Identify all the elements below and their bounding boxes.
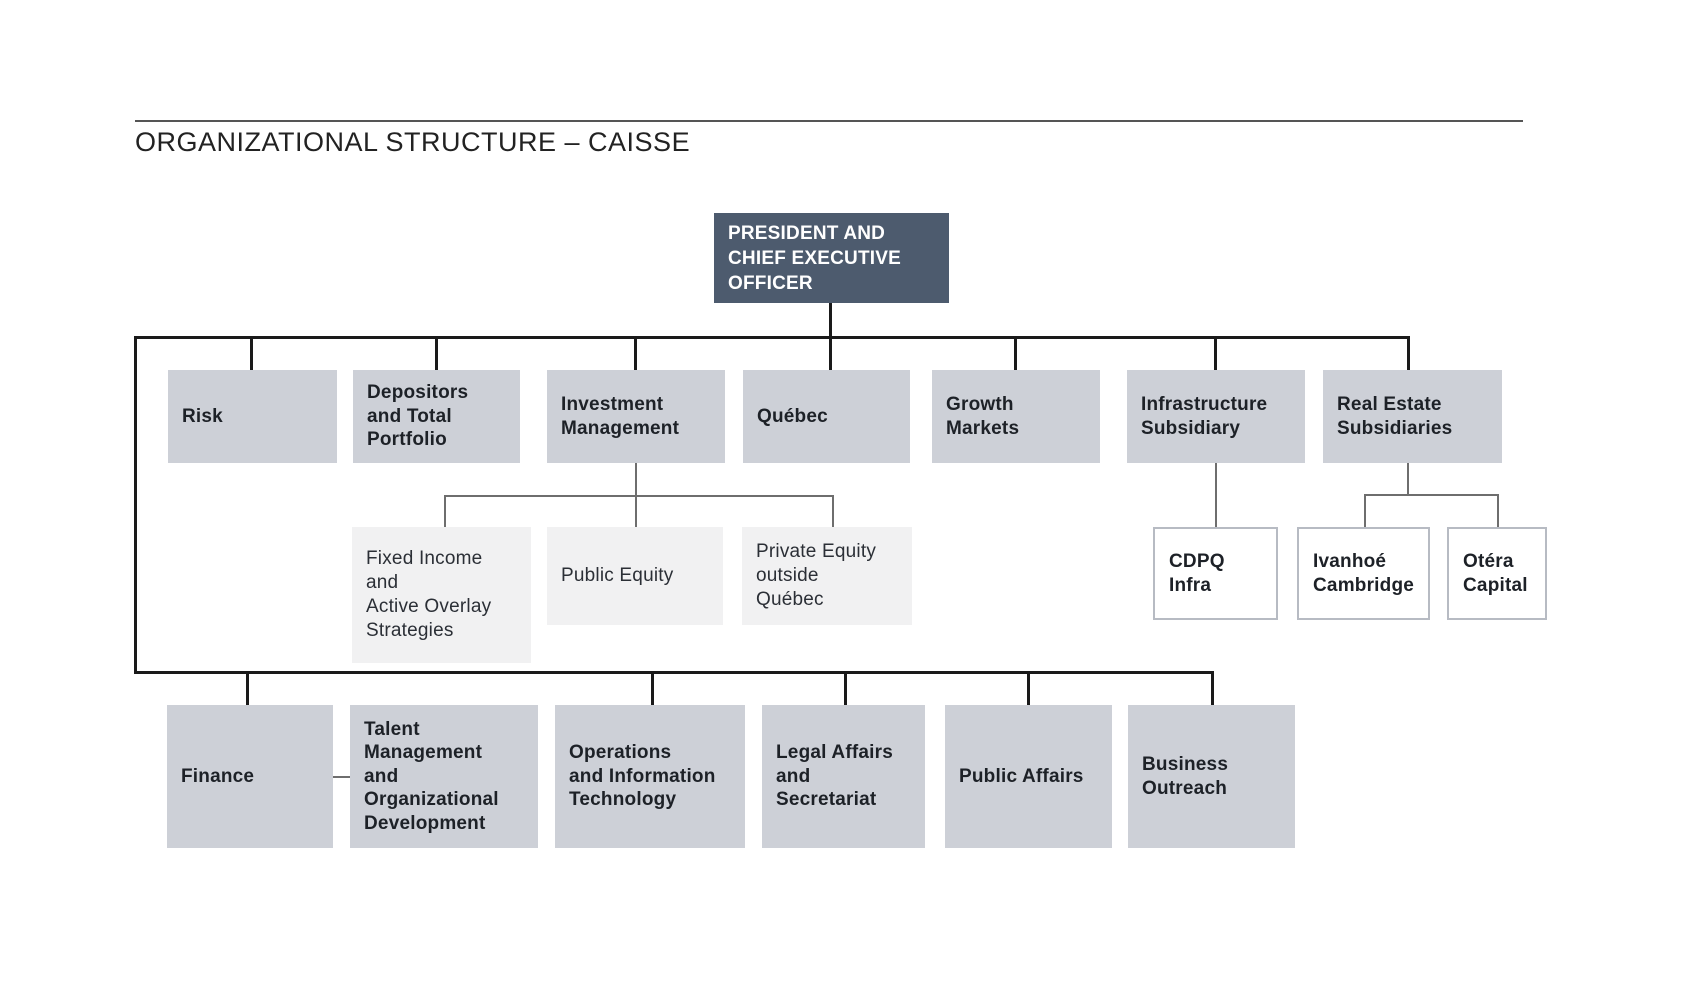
org-box-legal-affairs-secretariat: Legal Affairs and Secretariat — [762, 705, 925, 848]
connector-tick-otera — [1497, 494, 1499, 527]
connector-ceo-drop — [829, 303, 832, 336]
connector-tick-depositors — [435, 336, 438, 370]
connector-tick-investment — [634, 336, 637, 370]
org-box-finance: Finance — [167, 705, 333, 848]
org-box-public-affairs-label: Public Affairs — [959, 765, 1084, 787]
connector-tick-business-outreach — [1211, 671, 1214, 705]
org-box-cdpq-infra-label: CDPQ Infra — [1169, 551, 1225, 596]
connector-real-estate-subrail — [1364, 494, 1499, 496]
org-box-legal-affairs-secretariat-label: Legal Affairs and Secretariat — [776, 742, 893, 811]
connector-real-estate-drop — [1407, 463, 1409, 495]
org-box-risk-label: Risk — [182, 405, 223, 427]
org-box-growth-markets: Growth Markets — [932, 370, 1100, 463]
org-box-private-equity-label: Private Equity outside Québec — [756, 541, 877, 610]
connector-tick-legal-affairs — [844, 671, 847, 705]
connector-investment-subrail — [444, 495, 834, 497]
org-box-operations-it: Operations and Information Technology — [555, 705, 745, 848]
org-box-depositors-total-portfolio-label: Depositors and Total Portfolio — [367, 382, 469, 451]
connector-tick-finance — [246, 671, 249, 705]
org-box-quebec-label: Québec — [757, 405, 828, 427]
connector-tick-private-equity — [832, 495, 834, 527]
org-box-talent-management: Talent Management and Organizational Dev… — [350, 705, 538, 848]
org-box-business-outreach: Business Outreach — [1128, 705, 1295, 848]
org-box-cdpq-infra: CDPQ Infra — [1153, 527, 1278, 620]
connector-investment-drop — [635, 463, 637, 496]
connector-tick-fixed-income — [444, 495, 446, 527]
org-box-growth-markets-label: Growth Markets — [946, 394, 1020, 439]
org-box-real-estate-subsidiaries: Real Estate Subsidiaries — [1323, 370, 1502, 463]
connector-tick-quebec — [829, 336, 832, 370]
connector-tick-public-affairs — [1027, 671, 1030, 705]
org-box-president-ceo-label: PRESIDENT AND CHIEF EXECUTIVE OFFICER — [728, 222, 901, 294]
connector-tick-infrastructure — [1214, 336, 1217, 370]
org-box-finance-label: Finance — [181, 765, 255, 787]
connector-cdpq-infra-drop — [1215, 463, 1217, 527]
org-box-operations-it-label: Operations and Information Technology — [569, 742, 716, 811]
org-box-otera-capital: Otéra Capital — [1447, 527, 1547, 620]
page-title: ORGANIZATIONAL STRUCTURE – CAISSE — [135, 127, 691, 157]
connector-tick-risk — [250, 336, 253, 370]
org-box-risk: Risk — [168, 370, 337, 463]
org-box-otera-capital-label: Otéra Capital — [1463, 551, 1528, 596]
connector-bottom-rail — [134, 671, 1214, 674]
org-box-talent-management-label: Talent Management and Organizational Dev… — [364, 718, 499, 834]
org-box-investment-management: Investment Management — [547, 370, 725, 463]
org-box-fixed-income-label: Fixed Income and Active Overlay Strategi… — [366, 548, 492, 641]
org-box-public-equity: Public Equity — [547, 527, 723, 625]
connector-finance-talent-link — [333, 776, 350, 778]
org-box-fixed-income: Fixed Income and Active Overlay Strategi… — [352, 527, 531, 663]
org-box-ivanhoe-cambridge-label: Ivanhoé Cambridge — [1313, 551, 1415, 596]
connector-tick-ivanhoe — [1364, 494, 1366, 527]
org-box-business-outreach-label: Business Outreach — [1142, 754, 1229, 799]
org-box-ivanhoe-cambridge: Ivanhoé Cambridge — [1297, 527, 1430, 620]
org-box-real-estate-subsidiaries-label: Real Estate Subsidiaries — [1337, 394, 1453, 439]
org-box-depositors-total-portfolio: Depositors and Total Portfolio — [353, 370, 520, 463]
org-box-infrastructure-subsidiary-label: Infrastructure Subsidiary — [1141, 394, 1268, 439]
org-box-public-affairs: Public Affairs — [945, 705, 1112, 848]
org-box-private-equity: Private Equity outside Québec — [742, 527, 912, 625]
org-box-quebec: Québec — [743, 370, 910, 463]
org-box-public-equity-label: Public Equity — [561, 565, 674, 586]
connector-tick-real-estate — [1407, 336, 1410, 370]
connector-main-rail — [134, 336, 1410, 339]
org-box-president-ceo: PRESIDENT AND CHIEF EXECUTIVE OFFICER — [714, 213, 949, 303]
org-box-infrastructure-subsidiary: Infrastructure Subsidiary — [1127, 370, 1305, 463]
header-rule — [135, 120, 1523, 122]
connector-tick-operations — [651, 671, 654, 705]
connector-tick-growth-markets — [1014, 336, 1017, 370]
connector-tick-public-equity — [635, 495, 637, 527]
connector-left-bracket — [134, 336, 137, 674]
org-box-investment-management-label: Investment Management — [561, 394, 680, 439]
